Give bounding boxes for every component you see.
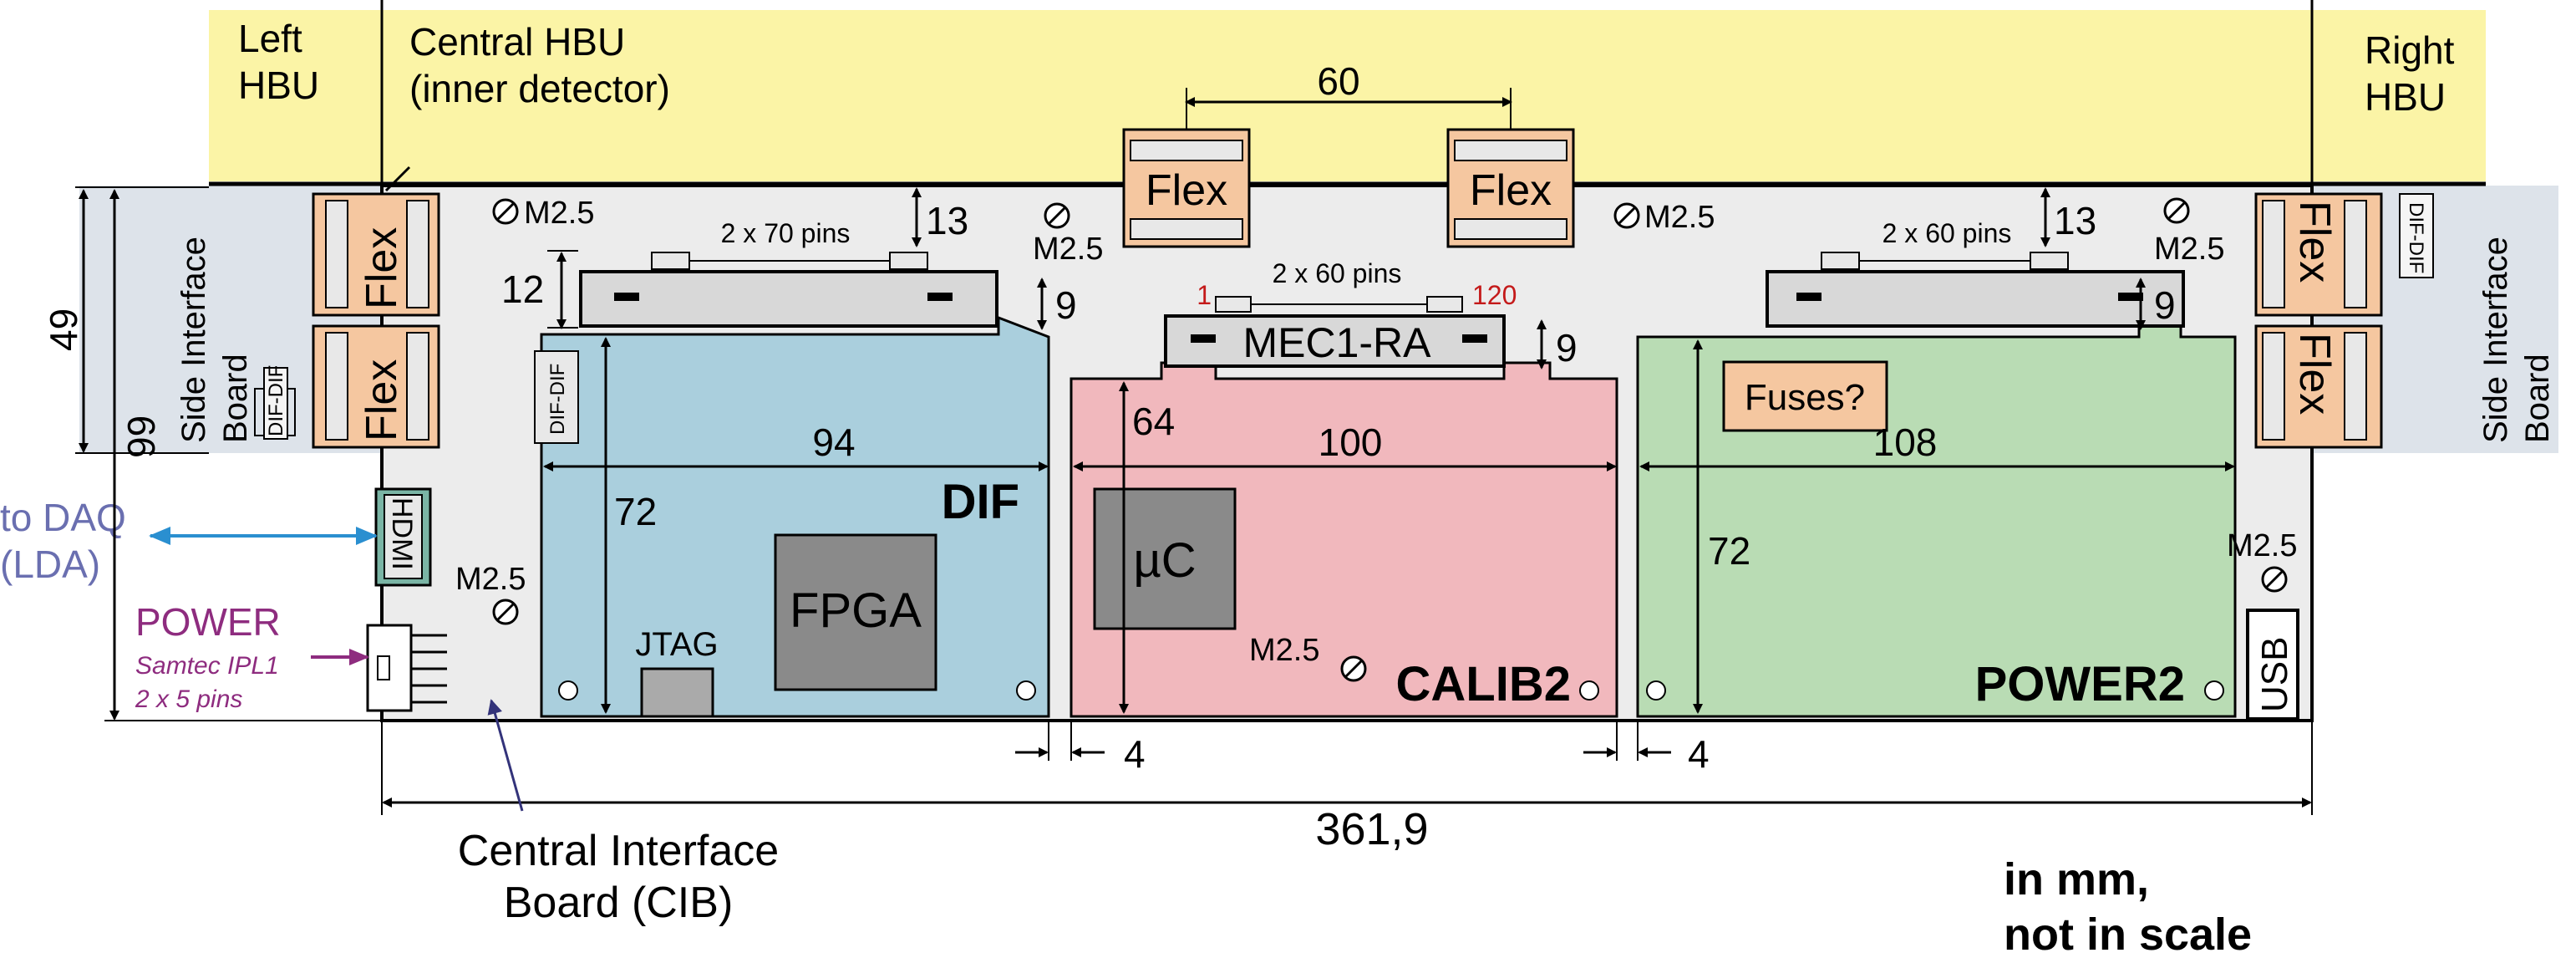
mec-connector bbox=[1164, 314, 1506, 368]
dim-9b-label: 9 bbox=[1556, 326, 1578, 369]
screw-2 bbox=[1044, 202, 1070, 229]
dif-connector-pins bbox=[614, 252, 953, 301]
dim-9a-label: 9 bbox=[1055, 283, 1077, 327]
dim-dif-height-label: 72 bbox=[614, 490, 657, 533]
samtec-label: Samtec IPL1 bbox=[135, 652, 279, 680]
dim-power-width-label: 108 bbox=[1873, 420, 1938, 464]
screw-7 bbox=[2261, 566, 2288, 593]
mec-pin-first: 1 bbox=[1197, 280, 1212, 310]
mec-name: MEC1-RA bbox=[1242, 319, 1431, 366]
power-name: POWER2 bbox=[1975, 657, 2185, 711]
calib-hole bbox=[1579, 680, 1599, 701]
screw-4 bbox=[2163, 197, 2190, 224]
dim-calib-width-label: 100 bbox=[1318, 420, 1383, 464]
dim-13b-label: 13 bbox=[2054, 199, 2096, 242]
usb-connector bbox=[2246, 609, 2299, 721]
mec-connector-pins bbox=[1191, 296, 1487, 343]
dif-name: DIF bbox=[942, 475, 1019, 529]
cib-pointer bbox=[487, 699, 524, 812]
gap1-label: 4 bbox=[1124, 732, 1146, 776]
daq-label: to DAQ(LDA) bbox=[0, 496, 126, 586]
fpga-label: FPGA bbox=[790, 583, 922, 638]
flex-right-top-label: Flex bbox=[2290, 201, 2339, 283]
screw-5-label: M2.5 bbox=[455, 562, 526, 597]
fuses-label: Fuses? bbox=[1745, 377, 1865, 418]
mec-pins-label: 2 x 60 pins bbox=[1273, 258, 1402, 288]
power-hole-right bbox=[2204, 680, 2224, 701]
screw-2-label: M2.5 bbox=[1033, 232, 1103, 267]
units-caption: in mm,not in scale bbox=[2004, 854, 2252, 958]
central-hbu-pointer bbox=[384, 166, 411, 192]
flex-left-bottom-label: Flex bbox=[358, 359, 406, 441]
flex-right-bottom: Flex bbox=[2254, 324, 2383, 449]
dim-total-label: 361,9 bbox=[1315, 804, 1428, 854]
side-dif-dif-right-label: DIF-DIF bbox=[2405, 202, 2427, 273]
mec-pin-last: 120 bbox=[1472, 280, 1517, 310]
dim-49-label: 49 bbox=[42, 308, 85, 351]
dim-12-label: 12 bbox=[501, 268, 544, 311]
screw-6-label: M2.5 bbox=[1249, 633, 1319, 668]
jtag-label: JTAG bbox=[635, 626, 718, 663]
dif-side-dif-dif-label: DIF-DIF bbox=[546, 364, 569, 435]
gap2-label: 4 bbox=[1688, 732, 1710, 776]
usb-label: USB bbox=[2254, 637, 2295, 712]
flex-right-top: Flex bbox=[2254, 192, 2383, 317]
flex-top-right: Flex bbox=[1446, 128, 1575, 248]
screw-4-label: M2.5 bbox=[2154, 232, 2224, 267]
power-hole-left bbox=[1646, 680, 1666, 701]
flex-top-right-label: Flex bbox=[1470, 166, 1552, 215]
uc-chip bbox=[1093, 487, 1237, 630]
flex-left-bottom: Flex bbox=[312, 324, 440, 449]
power-in-label: POWER bbox=[135, 600, 281, 644]
central-hbu-label: Central HBU(inner detector) bbox=[409, 20, 670, 110]
dif-hole-left bbox=[558, 680, 578, 701]
side-dif-dif-left-label: DIF-DIF bbox=[265, 365, 287, 436]
hbu-area bbox=[209, 10, 2486, 181]
screw-1-label: M2.5 bbox=[524, 196, 594, 231]
dim-13a-label: 13 bbox=[926, 199, 968, 242]
samtec-pins-label: 2 x 5 pins bbox=[135, 685, 242, 713]
flex-left-top-label: Flex bbox=[358, 227, 406, 309]
dim-9c-label: 9 bbox=[2154, 283, 2176, 327]
screw-7-label: M2.5 bbox=[2227, 528, 2297, 563]
dim-power-height-label: 72 bbox=[1708, 529, 1750, 573]
fpga-chip bbox=[774, 533, 937, 691]
samtec-connector bbox=[366, 624, 447, 712]
screw-6 bbox=[1340, 655, 1367, 682]
flex-top-left-label: Flex bbox=[1146, 166, 1227, 215]
screw-5 bbox=[492, 599, 519, 625]
screw-1 bbox=[492, 198, 519, 225]
flex-right-bottom-label: Flex bbox=[2290, 333, 2339, 415]
power-connector bbox=[1766, 270, 2185, 328]
hdmi-inner bbox=[384, 494, 423, 579]
flex-top-left: Flex bbox=[1122, 128, 1251, 248]
power-pins-label: 2 x 60 pins bbox=[1882, 218, 2012, 248]
dim-dif-width-label: 94 bbox=[812, 420, 855, 464]
dim-calib-height-label: 64 bbox=[1132, 400, 1175, 443]
jtag-connector bbox=[640, 667, 714, 718]
screw-3 bbox=[1613, 202, 1640, 229]
uc-label: µC bbox=[1133, 533, 1196, 588]
dif-pins-label: 2 x 70 pins bbox=[721, 218, 851, 248]
flex-left-top: Flex bbox=[312, 192, 440, 317]
side-dif-dif-left: DIF-DIF bbox=[254, 365, 296, 440]
calib-name: CALIB2 bbox=[1396, 657, 1571, 711]
hdmi-label: HDMI bbox=[386, 497, 418, 570]
dif-side-dif-dif bbox=[534, 350, 579, 444]
dim-flex-spacing-label: 60 bbox=[1317, 59, 1359, 103]
dif-hole-right bbox=[1016, 680, 1036, 701]
dim-99-label: 99 bbox=[119, 415, 163, 458]
side-dif-dif-right: DIF-DIF bbox=[2399, 193, 2434, 278]
screw-3-label: M2.5 bbox=[1644, 200, 1715, 235]
fuses-box bbox=[1722, 360, 1888, 432]
